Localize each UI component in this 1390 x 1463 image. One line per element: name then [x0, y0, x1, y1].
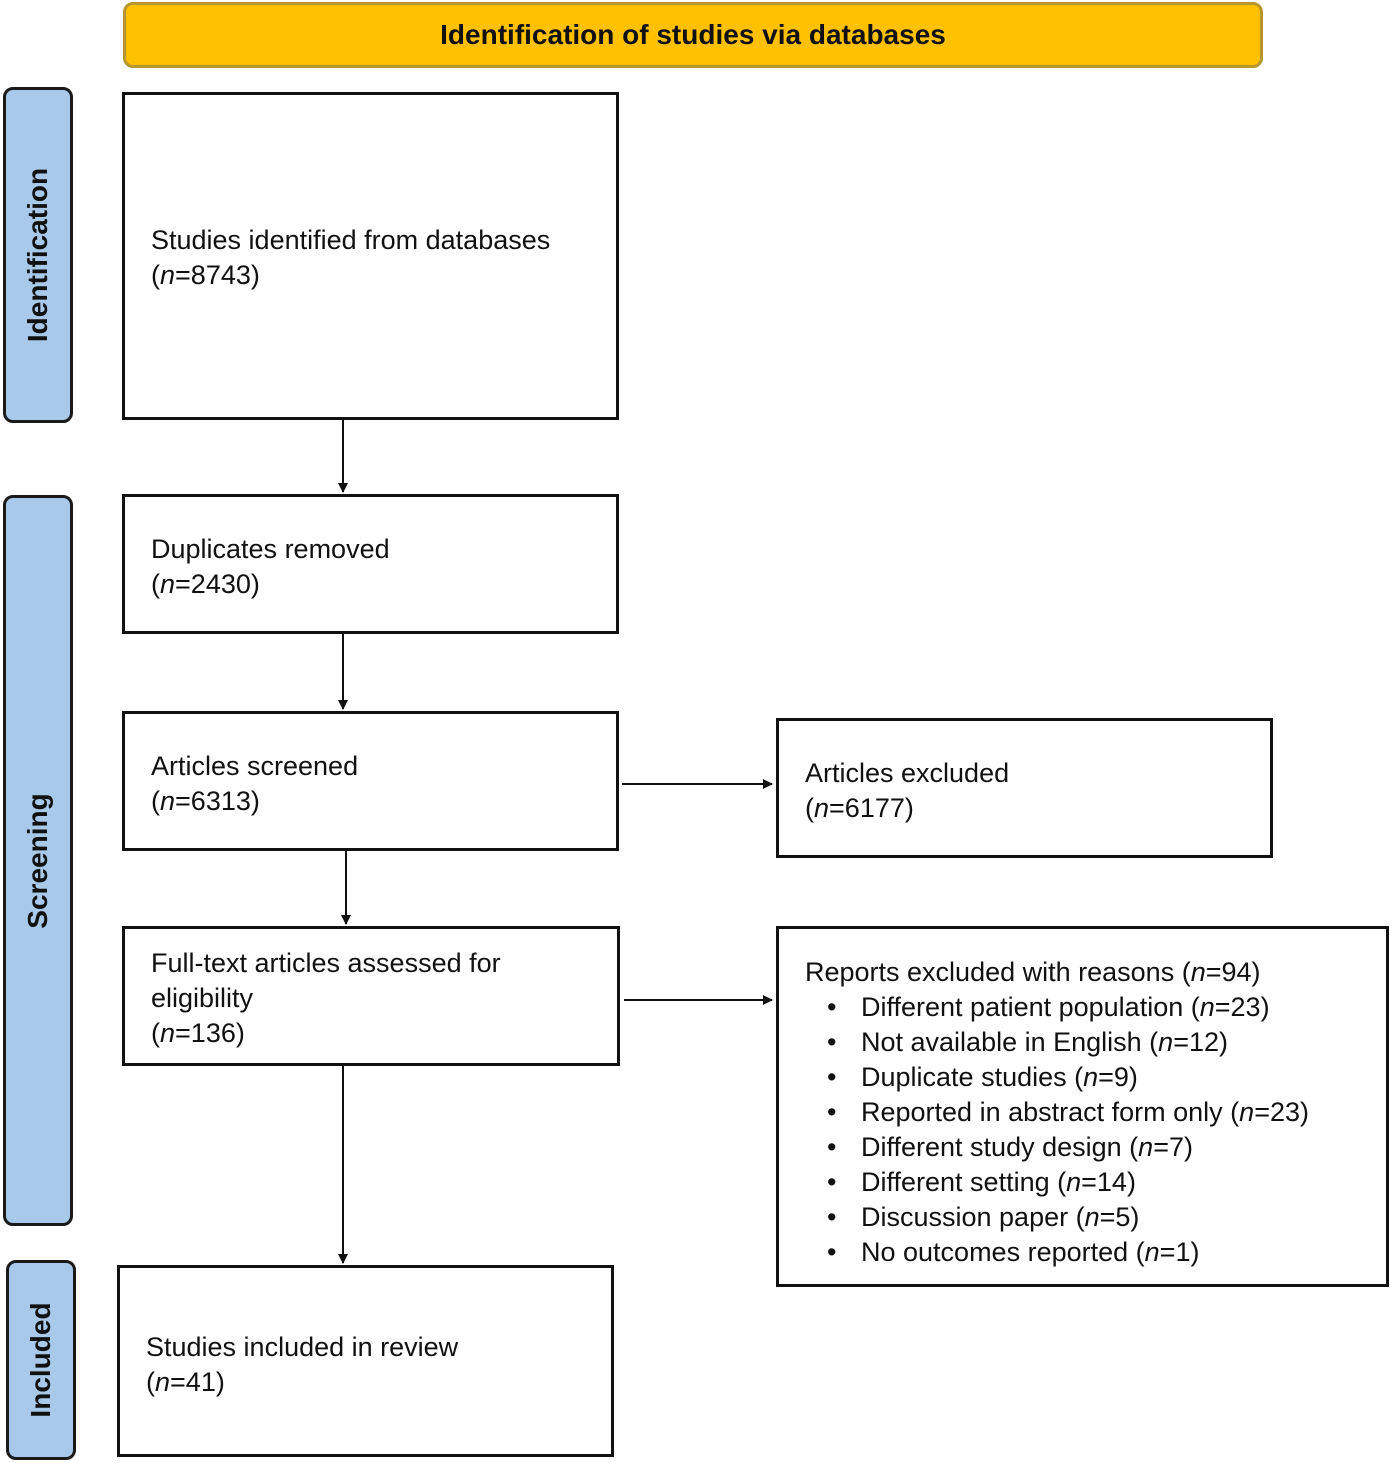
duplicates-removed-count: (n=2430) [151, 569, 260, 599]
studies-identified-text: Studies identified from databases [151, 225, 551, 255]
phase-identification-label: Identification [22, 167, 53, 343]
reports-excluded-heading: Reports excluded with reasons (n=94) [805, 957, 1261, 987]
fulltext-assessed-text-1: Full-text articles assessed for [151, 948, 501, 978]
exclusion-reason-item: Different study design (n=7) [805, 1130, 1386, 1165]
exclusion-reason-item: Not available in English (n=12) [805, 1025, 1386, 1060]
phase-identification: Identification [3, 87, 73, 423]
exclusion-reason-item: Different patient population (n=23) [805, 990, 1386, 1025]
fulltext-assessed-count: (n=136) [151, 1018, 245, 1048]
box-fulltext-assessed: Full-text articles assessed for eligibil… [122, 926, 620, 1066]
phase-included-label: Included [25, 1302, 56, 1418]
phase-screening: Screening [3, 495, 73, 1226]
exclusion-reason-item: Discussion paper (n=5) [805, 1200, 1386, 1235]
studies-identified-count: (n=8743) [151, 260, 260, 290]
exclusion-reasons-list: Different patient population (n=23) Not … [805, 990, 1386, 1270]
exclusion-reason-item: No outcomes reported (n=1) [805, 1235, 1386, 1270]
box-studies-included: Studies included in review (n=41) [117, 1265, 614, 1457]
articles-excluded-text: Articles excluded [805, 758, 1010, 788]
exclusion-reason-item: Duplicate studies (n=9) [805, 1060, 1386, 1095]
studies-included-count: (n=41) [146, 1367, 225, 1397]
exclusion-reason-item: Different setting (n=14) [805, 1165, 1386, 1200]
studies-included-text: Studies included in review [146, 1332, 459, 1362]
box-articles-screened: Articles screened (n=6313) [122, 711, 619, 851]
header-title: Identification of studies via databases [440, 19, 946, 50]
duplicates-removed-text: Duplicates removed [151, 534, 390, 564]
box-studies-identified: Studies identified from databases (n=874… [122, 92, 619, 420]
articles-screened-count: (n=6313) [151, 786, 260, 816]
box-articles-excluded: Articles excluded (n=6177) [776, 718, 1273, 858]
phase-screening-label: Screening [22, 792, 53, 929]
header-identification-banner: Identification of studies via databases [123, 2, 1263, 68]
fulltext-assessed-text-2: eligibility [151, 983, 254, 1013]
exclusion-reason-item: Reported in abstract form only (n=23) [805, 1095, 1386, 1130]
articles-screened-text: Articles screened [151, 751, 359, 781]
box-reports-excluded: Reports excluded with reasons (n=94) Dif… [776, 926, 1389, 1287]
phase-included: Included [6, 1260, 76, 1460]
articles-excluded-count: (n=6177) [805, 793, 914, 823]
box-duplicates-removed: Duplicates removed (n=2430) [122, 494, 619, 634]
